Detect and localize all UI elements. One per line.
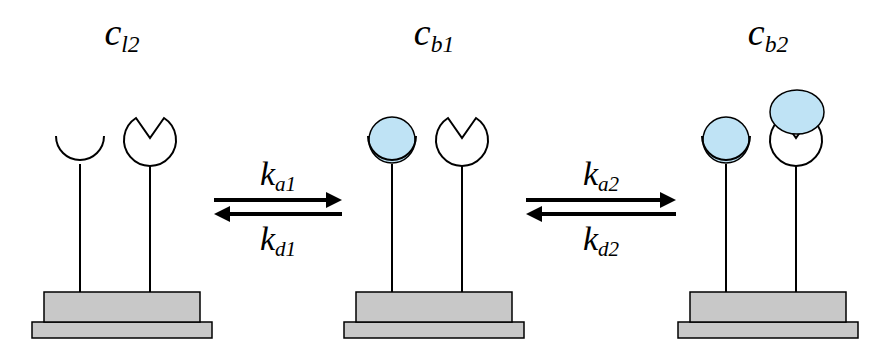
surface-state: cl2 [30,10,214,344]
arrow-head [326,192,342,208]
symbol-subscript: a2 [598,172,619,196]
bound-analyte [703,117,749,163]
state-label: cb2 [676,10,860,56]
symbol-letter: c [104,11,121,53]
symbol-letter: k [583,220,598,257]
cup-receptor [56,136,104,160]
surface-state [344,117,524,338]
symbol-subscript: d2 [598,237,619,261]
arrow-head [526,206,542,222]
rate-constant: ka1 [257,155,299,192]
base-plate [32,322,212,338]
cup-receptor [702,136,750,160]
arrow-head [214,206,230,222]
state-label: cl2 [30,10,214,56]
linker-stem [391,164,393,292]
arrow-shaft [214,198,330,202]
linker-stem [461,166,463,292]
linker-stem [795,166,797,292]
sensor-surface [690,292,846,322]
symbol-letter: k [583,155,598,192]
bound-analyte [770,90,824,134]
surface-state: cb1 [342,10,526,344]
rate-constant: kd2 [580,220,622,257]
symbol-subscript: l2 [121,31,139,57]
cup-receptor [368,136,416,160]
arrow-head [660,192,676,208]
sensor-surface [44,292,200,322]
sensor-surface [356,292,512,322]
notched-receptor [436,118,488,166]
arrow-shaft [538,212,676,216]
base-plate [678,322,858,338]
linker-stem [149,166,151,292]
symbol-subscript: b2 [765,31,789,57]
rate-constant: ka2 [580,155,622,192]
rate-constant: kd1 [257,220,299,257]
bound-analyte [369,117,415,163]
surface-state: cb2 [676,10,860,344]
base-plate [344,322,524,338]
notched-receptor [124,118,176,166]
symbol-letter: k [260,155,275,192]
arrow-shaft [526,198,664,202]
symbol-letter: c [414,11,431,53]
linker-stem [725,164,727,292]
surface-state [32,118,212,338]
symbol-subscript: b1 [431,31,455,57]
symbol-letter: k [260,220,275,257]
symbol-subscript: a1 [275,172,296,196]
surface-state [678,90,858,338]
state-label: cb1 [342,10,526,56]
linker-stem [79,164,81,292]
symbol-letter: c [748,11,765,53]
symbol-subscript: d1 [275,237,296,261]
arrow-shaft [226,212,342,216]
